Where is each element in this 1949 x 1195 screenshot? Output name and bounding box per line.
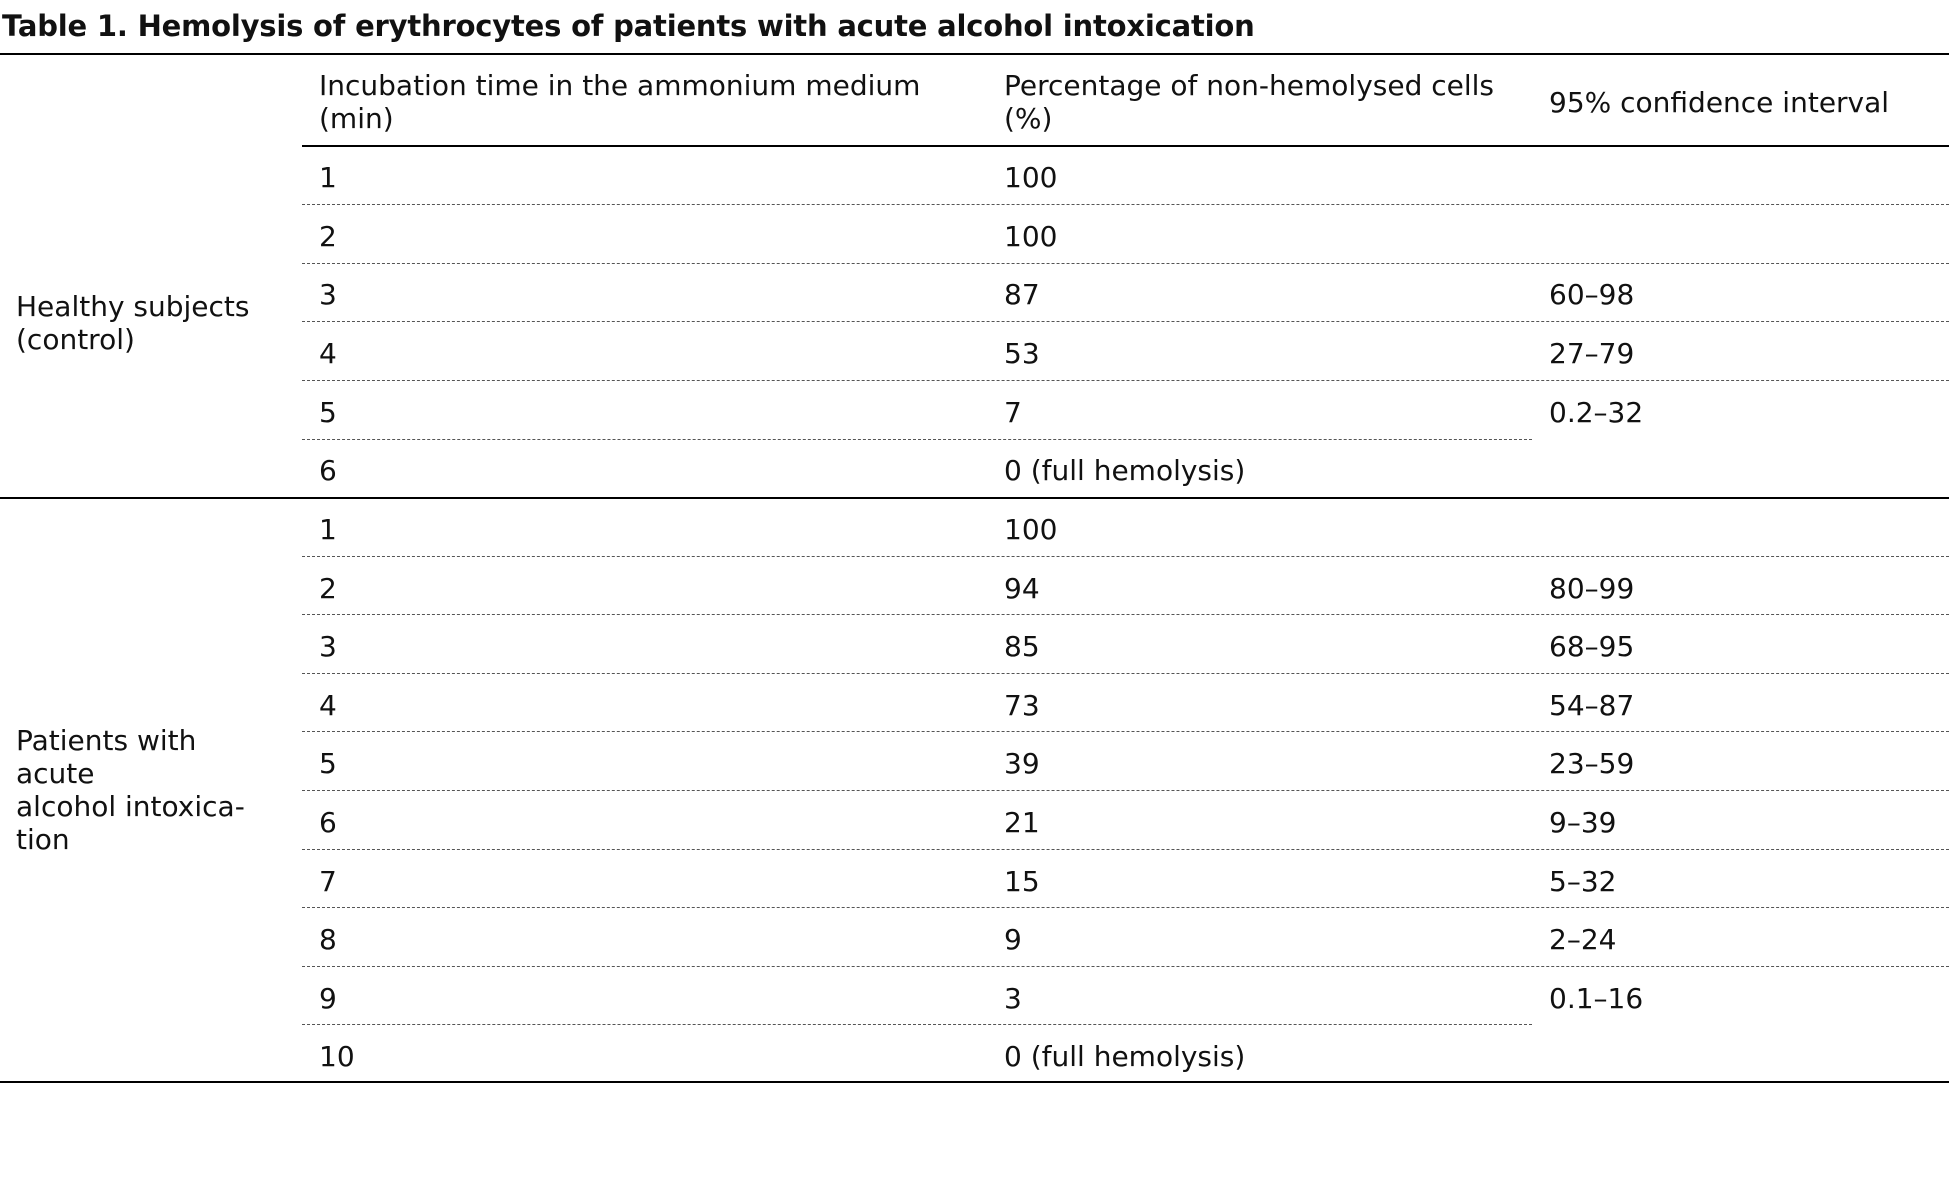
row-divider	[302, 263, 1949, 264]
row-divider	[302, 790, 1949, 791]
cell-ci: 9–39	[1549, 806, 1617, 839]
header-rule	[302, 145, 1949, 147]
cell-percent: 15	[1004, 865, 1040, 898]
cell-percent: 0 (full hemolysis)	[1004, 454, 1246, 487]
top-rule	[0, 53, 1949, 55]
group-label-line: tion	[16, 823, 70, 856]
cell-time: 4	[319, 337, 337, 370]
cell-ci: 27–79	[1549, 337, 1635, 370]
group-label-line: alcohol intoxica-	[16, 790, 245, 823]
cell-percent: 3	[1004, 982, 1022, 1015]
row-divider	[302, 321, 1949, 322]
header-time-line-2: (min)	[319, 102, 394, 135]
cell-time: 5	[319, 396, 337, 429]
cell-ci: 54–87	[1549, 689, 1635, 722]
table-title: Table 1. Hemolysis of erythrocytes of pa…	[2, 9, 1255, 43]
header-percent-line-2: (%)	[1004, 102, 1053, 135]
cell-time: 3	[319, 630, 337, 663]
cell-ci: 60–98	[1549, 278, 1635, 311]
group-label-line: (control)	[16, 323, 135, 356]
cell-time: 2	[319, 572, 337, 605]
bottom-rule	[0, 1081, 1949, 1083]
group-label-line: Patients with	[16, 724, 197, 757]
group-rule	[0, 497, 1949, 499]
cell-ci: 23–59	[1549, 747, 1635, 780]
row-divider	[302, 731, 1949, 732]
cell-percent: 100	[1004, 161, 1058, 194]
cell-time: 6	[319, 454, 337, 487]
cell-ci: 0.2–32	[1549, 396, 1644, 429]
cell-percent: 21	[1004, 806, 1040, 839]
row-divider	[302, 614, 1949, 615]
group-label-line: Healthy subjects	[16, 290, 250, 323]
cell-percent: 73	[1004, 689, 1040, 722]
cell-time: 1	[319, 513, 337, 546]
cell-ci: 5–32	[1549, 865, 1617, 898]
cell-time: 9	[319, 982, 337, 1015]
row-divider	[302, 380, 1949, 381]
group-label-line: acute	[16, 757, 95, 790]
header-percent-line-1: Percentage of non-hemolysed cells	[1004, 69, 1495, 102]
cell-percent: 9	[1004, 923, 1022, 956]
cell-percent: 53	[1004, 337, 1040, 370]
row-divider	[302, 673, 1949, 674]
cell-ci: 0.1–16	[1549, 982, 1644, 1015]
row-divider	[302, 849, 1949, 850]
cell-time: 6	[319, 806, 337, 839]
cell-ci: 80–99	[1549, 572, 1635, 605]
header-ci: 95% confidence interval	[1549, 86, 1890, 119]
cell-percent: 7	[1004, 396, 1022, 429]
header-time: Incubation time in the ammonium medium (…	[319, 69, 920, 135]
cell-time: 7	[319, 865, 337, 898]
row-divider	[302, 907, 1949, 908]
cell-time: 2	[319, 220, 337, 253]
header-percent: Percentage of non-hemolysed cells (%)	[1004, 69, 1494, 135]
row-divider	[302, 439, 1532, 440]
cell-percent: 39	[1004, 747, 1040, 780]
row-divider	[302, 556, 1949, 557]
row-divider	[302, 1024, 1532, 1025]
cell-time: 10	[319, 1040, 355, 1073]
cell-time: 8	[319, 923, 337, 956]
row-divider	[302, 204, 1949, 205]
row-divider	[302, 966, 1949, 967]
cell-percent: 0 (full hemolysis)	[1004, 1040, 1246, 1073]
header-time-line-1: Incubation time in the ammonium medium	[319, 69, 921, 102]
cell-percent: 94	[1004, 572, 1040, 605]
cell-percent: 87	[1004, 278, 1040, 311]
cell-percent: 100	[1004, 220, 1058, 253]
cell-time: 5	[319, 747, 337, 780]
cell-percent: 85	[1004, 630, 1040, 663]
cell-ci: 68–95	[1549, 630, 1635, 663]
group-label-patients: Patients with acute alcohol intoxica- ti…	[16, 724, 256, 856]
cell-time: 1	[319, 161, 337, 194]
cell-time: 4	[319, 689, 337, 722]
group-label-control: Healthy subjects (control)	[16, 290, 256, 356]
cell-percent: 100	[1004, 513, 1058, 546]
cell-time: 3	[319, 278, 337, 311]
cell-ci: 2–24	[1549, 923, 1617, 956]
